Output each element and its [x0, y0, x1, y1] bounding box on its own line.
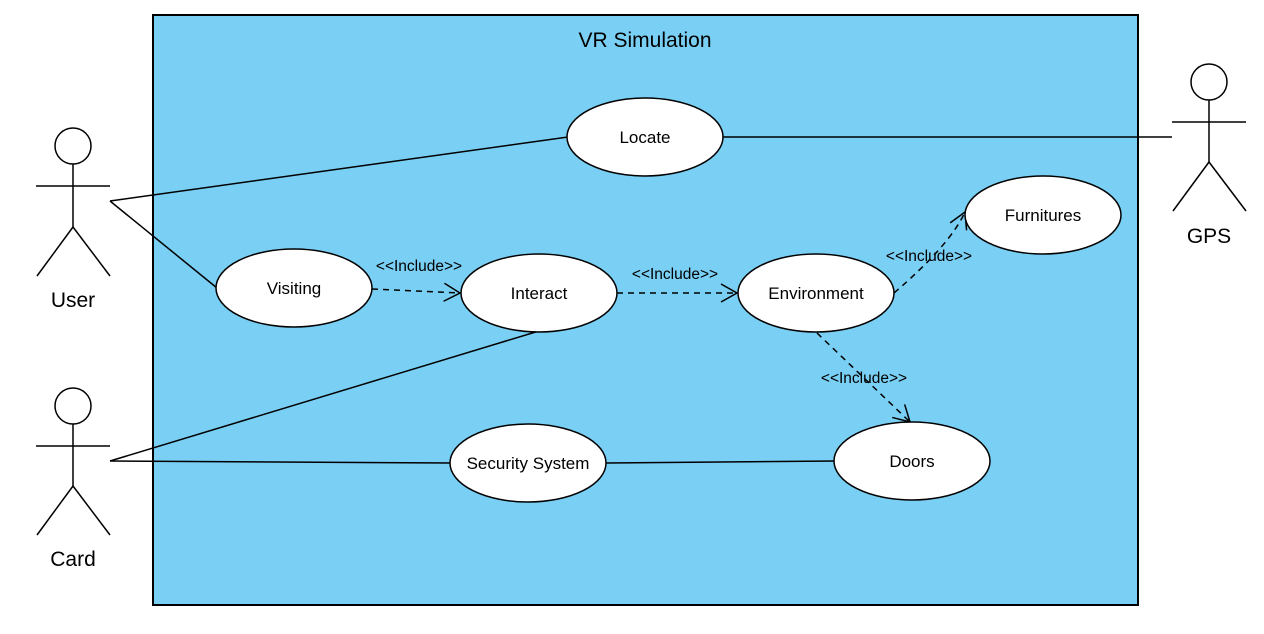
association-card-interact — [109, 330, 540, 462]
use-case-locate[interactable]: Locate — [566, 97, 724, 177]
actor-card[interactable]: Card — [36, 387, 111, 571]
actor-card-head — [54, 387, 92, 425]
actor-user[interactable]: User — [36, 127, 111, 312]
association-user-visiting — [109, 200, 218, 289]
actor-card-label: Card — [50, 548, 96, 571]
actor-user-label: User — [51, 289, 95, 312]
use-case-doors[interactable]: Doors — [833, 421, 991, 501]
association-card-security — [109, 460, 452, 464]
include-label-visiting-interact: <<Include>> — [376, 258, 462, 275]
use-case-security-system-label: Security System — [467, 454, 590, 473]
association-user-locate — [109, 136, 569, 202]
use-case-visiting-label: Visiting — [267, 279, 322, 298]
actor-gps-head — [1190, 63, 1228, 101]
use-case-interact[interactable]: Interact — [460, 253, 618, 333]
actor-user-head — [54, 127, 92, 165]
use-case-security-system[interactable]: Security System — [449, 423, 607, 503]
include-label-environment-doors: <<Include>> — [821, 370, 907, 387]
use-case-interact-label: Interact — [511, 284, 568, 303]
include-label-interact-environment: <<Include>> — [632, 266, 718, 283]
actor-gps[interactable]: GPS — [1172, 63, 1247, 248]
use-case-furnitures[interactable]: Furnitures — [964, 175, 1122, 255]
use-case-furnitures-label: Furnitures — [1005, 206, 1082, 225]
use-case-visiting[interactable]: Visiting — [215, 248, 373, 328]
use-case-locate-label: Locate — [619, 128, 670, 147]
use-case-environment[interactable]: Environment — [737, 253, 895, 333]
include-visiting-interact — [371, 282, 462, 302]
association-security-doors — [605, 460, 836, 464]
use-case-environment-label: Environment — [768, 284, 864, 303]
use-case-doors-label: Doors — [889, 452, 934, 471]
actor-gps-label: GPS — [1187, 225, 1231, 248]
include-environment-furnitures — [893, 210, 968, 294]
system-title: VR Simulation — [578, 29, 711, 52]
include-label-environment-furnitures: <<Include>> — [886, 248, 972, 265]
